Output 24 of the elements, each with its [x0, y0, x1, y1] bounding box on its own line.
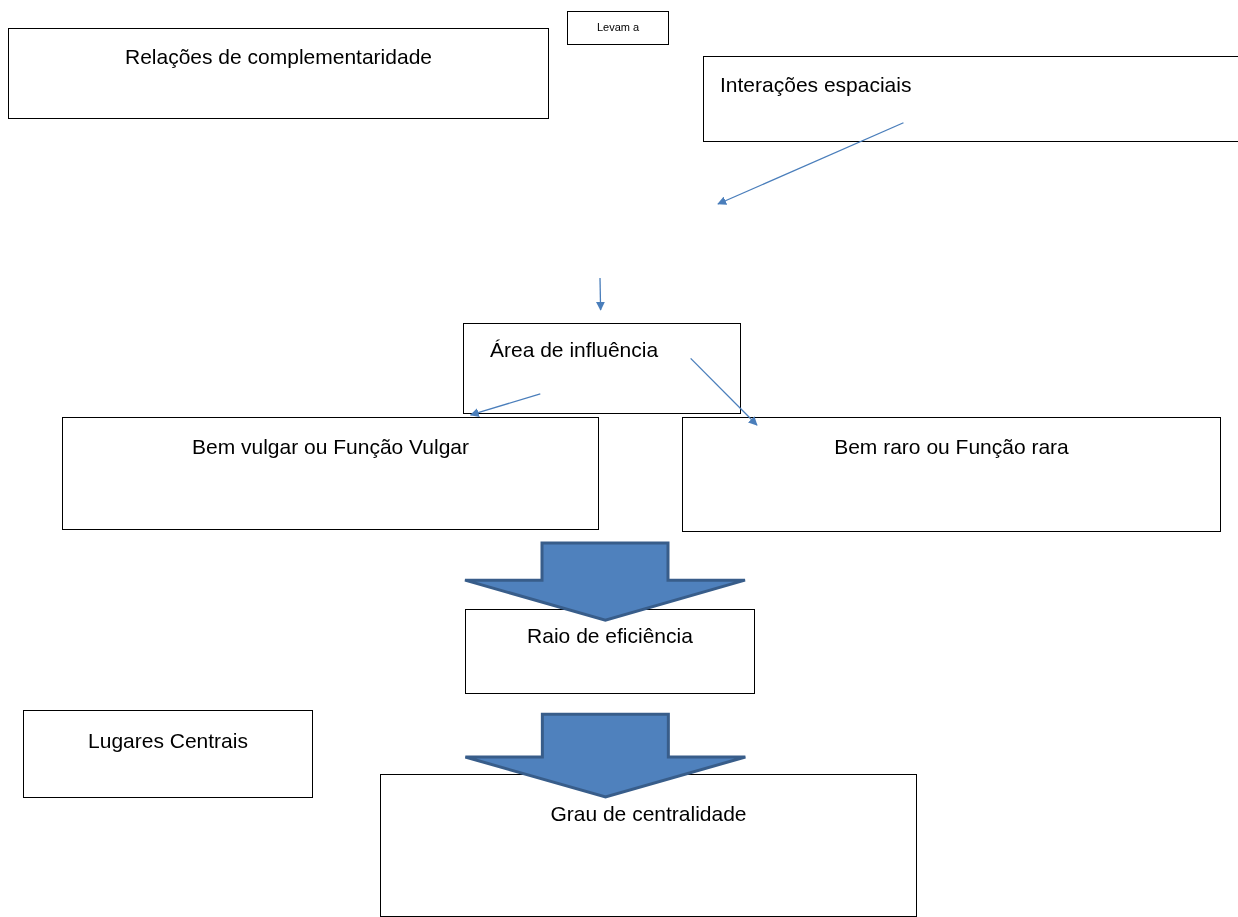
arrow — [595, 277, 605, 311]
box-label: Raio de eficiência — [526, 624, 694, 648]
box-label: Grau de centralidade — [549, 802, 748, 826]
box-label: Área de influência — [490, 338, 659, 362]
arrow — [690, 357, 758, 426]
arrow — [717, 122, 905, 205]
process-box — [62, 417, 599, 530]
process-box — [703, 56, 1238, 142]
box-label: Levam a — [595, 21, 641, 33]
process-box — [567, 11, 669, 45]
process-box — [380, 774, 917, 917]
process-box — [463, 323, 741, 414]
process-box — [465, 609, 755, 694]
box-label: Lugares Centrais — [87, 729, 249, 753]
box-label: Relações de complementaridade — [124, 45, 433, 69]
box-label: Bem vulgar ou Função Vulgar — [190, 435, 470, 459]
process-box — [682, 417, 1221, 532]
box-label: Interações espaciais — [720, 73, 912, 97]
block-arrow — [463, 541, 747, 622]
process-box — [23, 710, 313, 798]
block-arrow — [463, 712, 747, 799]
box-label: Bem raro ou Função rara — [833, 435, 1070, 459]
process-box — [8, 28, 549, 119]
arrow — [469, 393, 541, 417]
